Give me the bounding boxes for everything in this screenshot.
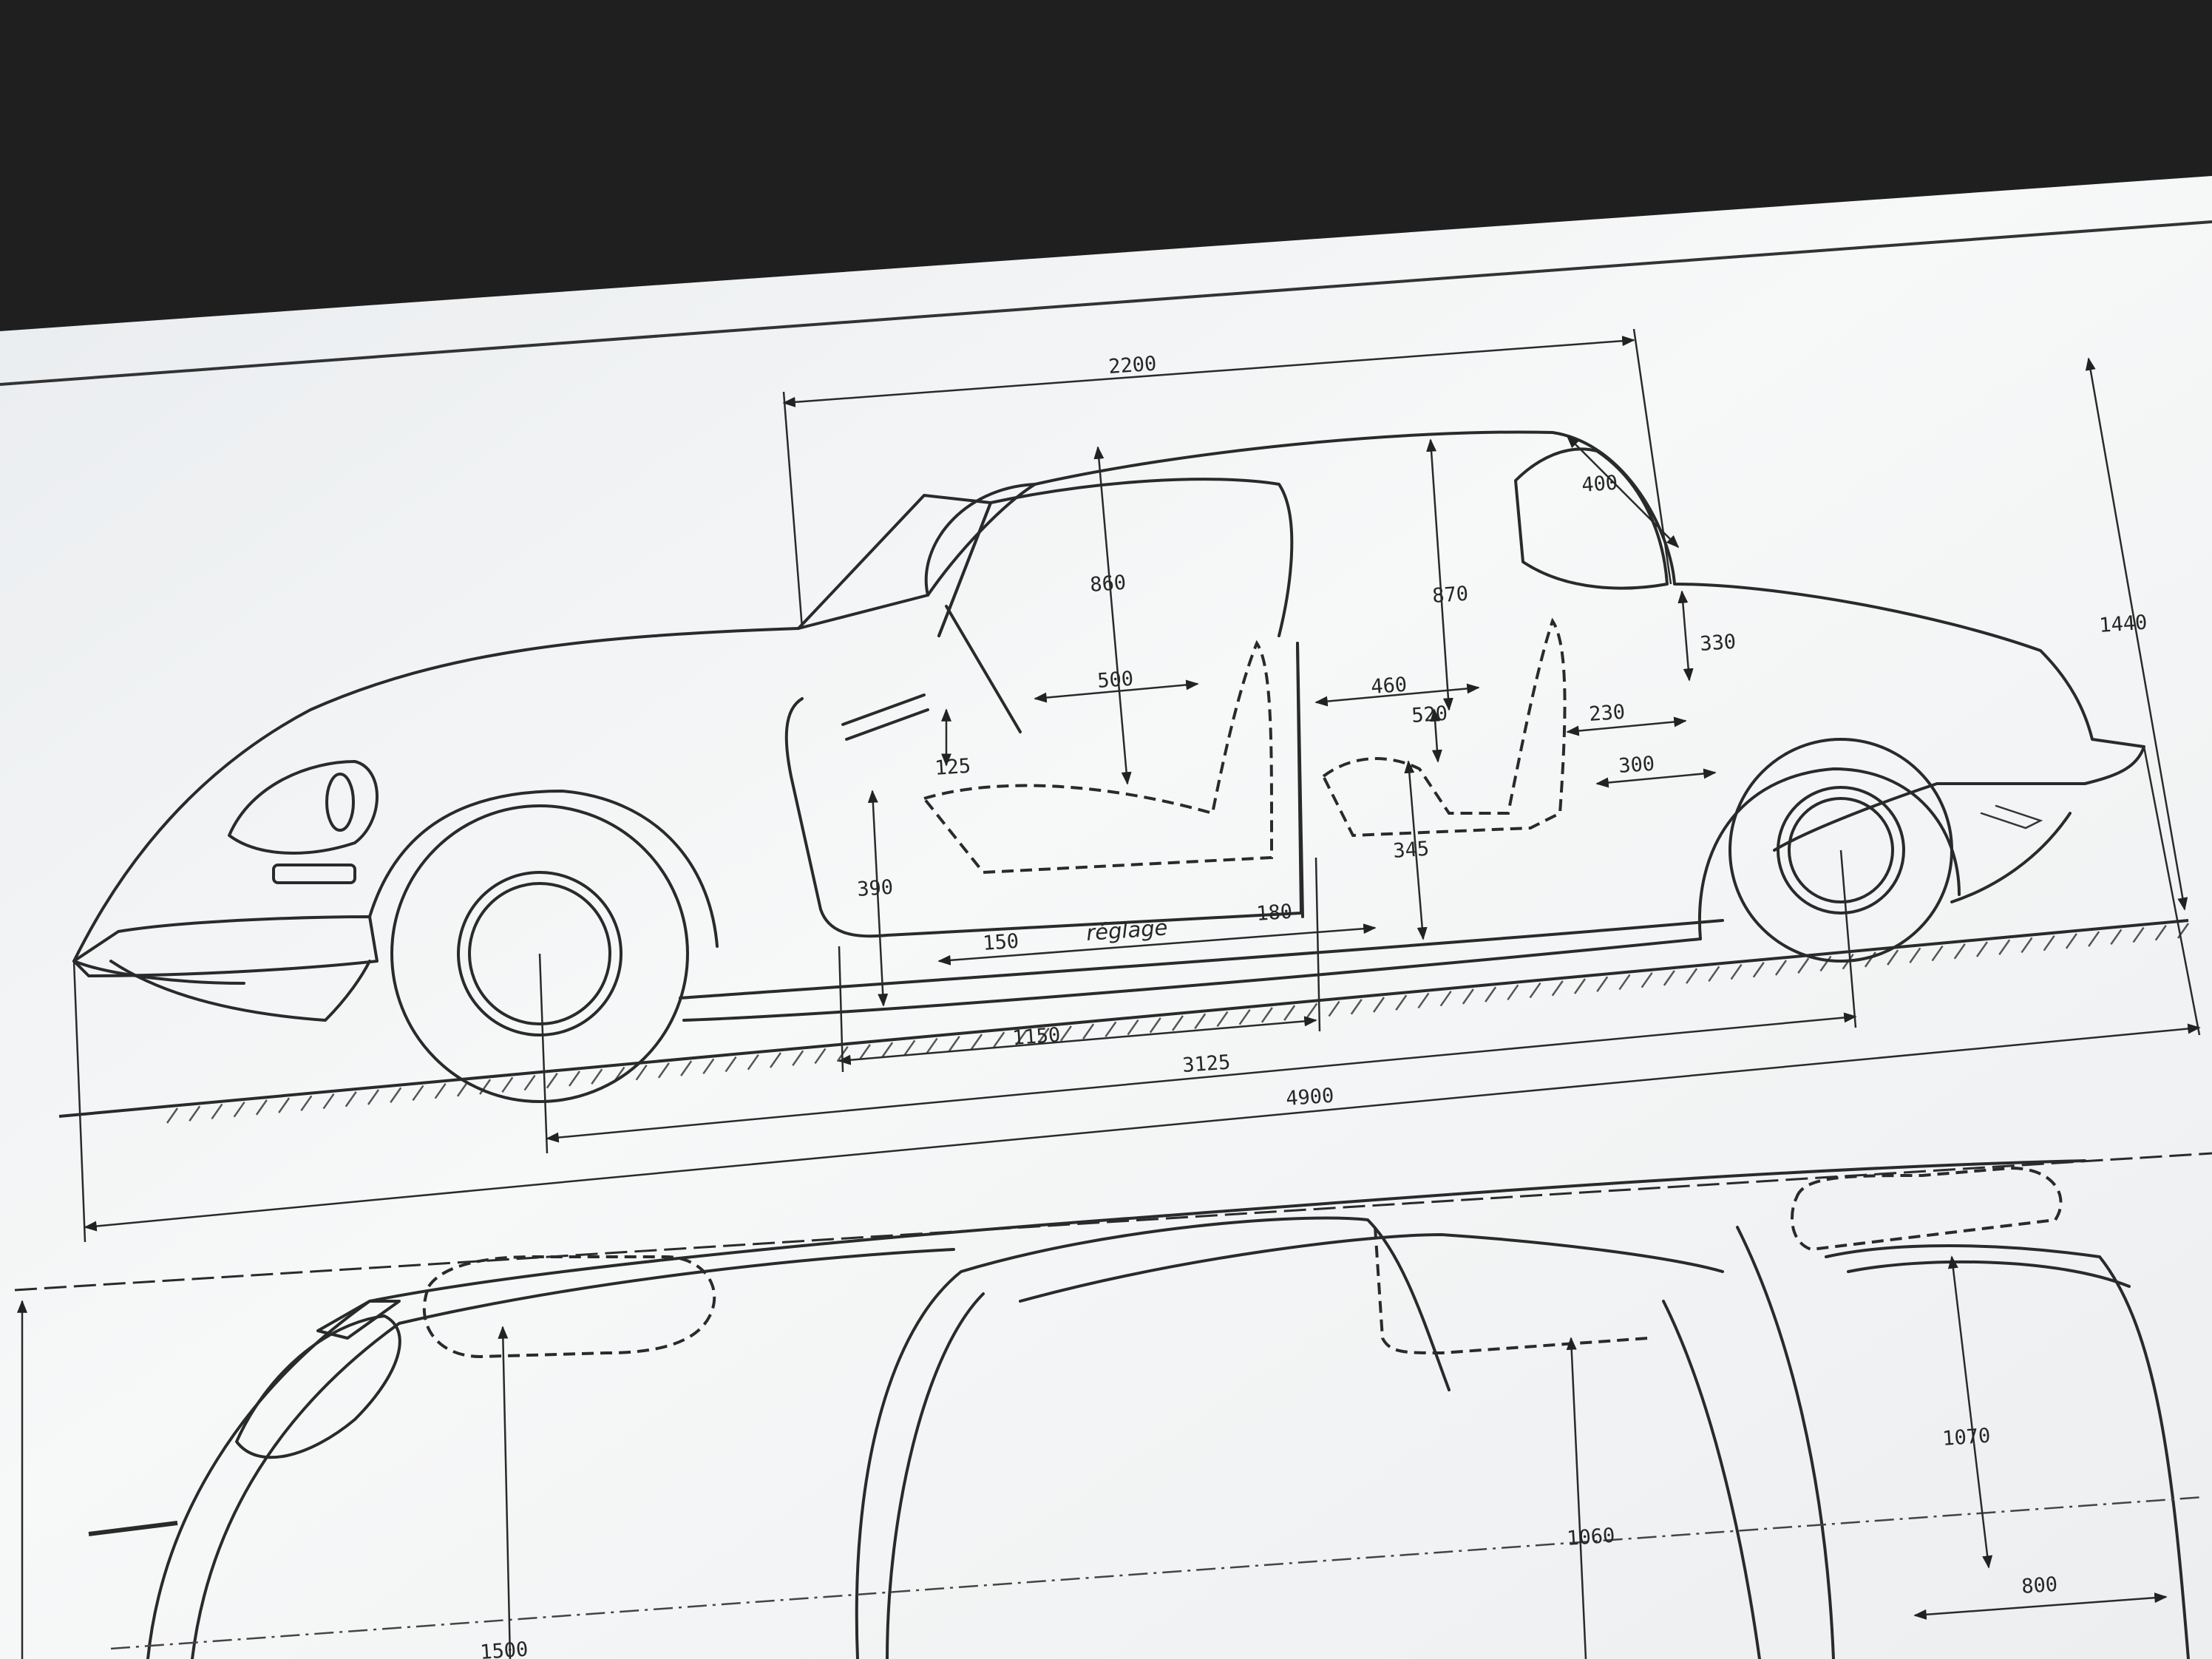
ground-hatch-mark [1708, 966, 1720, 983]
ground-hatch-mark [1529, 982, 1541, 999]
top-view-hood-panel [191, 1248, 955, 1659]
ground-hatch-mark [1819, 955, 1832, 972]
ground-hatch-mark [1774, 960, 1788, 976]
indicator-lamp [272, 864, 356, 884]
ground-hatch-mark [1439, 990, 1452, 1007]
dim-460: 460 [1370, 674, 1408, 699]
top-view-trunk-dashed [1791, 1166, 2063, 1252]
rear-wheel-arch [1698, 767, 1961, 940]
side-view-dimension-lines [72, 328, 2201, 1243]
ground-hatch-mark [1551, 980, 1564, 997]
ground-hatch-mark [1909, 947, 1921, 964]
ground-hatch-mark [1618, 974, 1631, 991]
top-view [14, 1152, 2212, 1659]
ground-hatch-mark [1596, 976, 1609, 992]
ground-hatch-mark [2110, 929, 2123, 946]
ground-hatch-mark [1975, 941, 1989, 957]
ground-hatch-mark [1998, 939, 2011, 955]
dim-150: 150 [982, 930, 1020, 955]
dim-800: 800 [2021, 1573, 2058, 1598]
dim-125: 125 [934, 755, 971, 780]
headlight-lens [325, 773, 355, 832]
car-rocker [679, 919, 1724, 1000]
ground-hatch-mark [1485, 986, 1497, 1002]
top-view-roof-edge [1019, 1233, 1724, 1303]
dim-230: 230 [1588, 701, 1626, 726]
top-view-dimension-lines [17, 1255, 2168, 1659]
front-seat-dashed [921, 639, 1273, 875]
front-bumper [72, 915, 379, 977]
steering-column [841, 605, 1022, 741]
rear-seat-dashed [1321, 617, 1567, 838]
ground-hatch-mark [1573, 978, 1587, 994]
headlight [228, 760, 379, 855]
ground-hatch-mark [1462, 988, 1474, 1005]
side-view-dimension-labels: 2200 400 860 870 1440 500 460 520 330 23… [856, 353, 2148, 1110]
ground-hatch-mark [1507, 984, 1519, 1001]
top-view-centerline [110, 1496, 2204, 1650]
top-view-windshield-frame [855, 1216, 1451, 1659]
car-roof-line [924, 483, 1037, 597]
dim-1150: 1150 [1011, 1024, 1061, 1050]
dim-1500: 1500 [479, 1638, 529, 1659]
ground-hatch-mark [2043, 934, 2055, 951]
rear-chassis-detail [1980, 804, 2043, 830]
top-view-headlight-slot [316, 1300, 401, 1340]
ground-hatch-mark [1931, 945, 1944, 962]
dim-500: 500 [1096, 668, 1134, 693]
top-view-axis-marker [88, 1521, 178, 1536]
sheet-border-line [0, 220, 2212, 386]
dim-870: 870 [1431, 583, 1469, 608]
ground-hatch-mark [1887, 949, 1899, 966]
dim-1440: 1440 [2098, 611, 2148, 637]
ground-hatch-mark [1752, 962, 1765, 978]
dim-3125: 3125 [1181, 1051, 1231, 1077]
ground-hatch-mark [2132, 926, 2145, 943]
ground-hatch-mark [2088, 931, 2100, 947]
dim-345: 345 [1392, 838, 1430, 863]
dim-2200: 2200 [1107, 353, 1157, 379]
dim-330: 330 [1699, 631, 1737, 656]
top-view-rear-seat [1825, 1244, 2190, 1659]
top-view-spare-wheel-dashed [422, 1255, 716, 1359]
dim-520: 520 [1411, 702, 1448, 727]
top-view-windshield-inner [886, 1292, 985, 1659]
ground-hatch-mark [1663, 970, 1675, 986]
top-view-dimension-labels: 1070 1060 800 1500 [479, 1425, 2058, 1659]
door-divider [1296, 642, 1304, 918]
dim-4900: 4900 [1285, 1085, 1334, 1110]
ground-hatch-mark [2065, 933, 2077, 949]
front-wheel-arch [368, 790, 719, 948]
top-view-door-line [1662, 1226, 1835, 1659]
dim-180: 180 [1255, 900, 1293, 926]
front-apron [109, 960, 371, 1022]
ground-hatch-mark [2021, 937, 2033, 954]
dim-860: 860 [1089, 571, 1127, 597]
top-view-dash-dashed [1374, 1227, 1649, 1355]
dim-390: 390 [856, 876, 894, 901]
dim-reglage: réglage [1085, 915, 1168, 946]
ground-hatch-mark [1395, 994, 1408, 1011]
ground-hatch-mark [1417, 992, 1430, 1009]
dim-400: 400 [1581, 472, 1618, 497]
dim-300: 300 [1618, 753, 1655, 778]
ground-hatch-mark [1797, 957, 1810, 974]
ground-hatch-mark [2154, 925, 2167, 941]
ground-hatch-mark [1641, 971, 1653, 988]
ground-hatch-mark [1730, 963, 1743, 980]
dim-1070: 1070 [1941, 1425, 1991, 1451]
ground-hatch-mark [1953, 943, 1966, 960]
ground-hatch-mark [1350, 999, 1363, 1015]
dim-1060: 1060 [1566, 1524, 1615, 1550]
side-window [937, 478, 1294, 637]
ground-hatch-mark [1686, 968, 1698, 984]
top-view-headlight-left [235, 1314, 401, 1459]
ground-hatch-mark [1372, 997, 1385, 1013]
